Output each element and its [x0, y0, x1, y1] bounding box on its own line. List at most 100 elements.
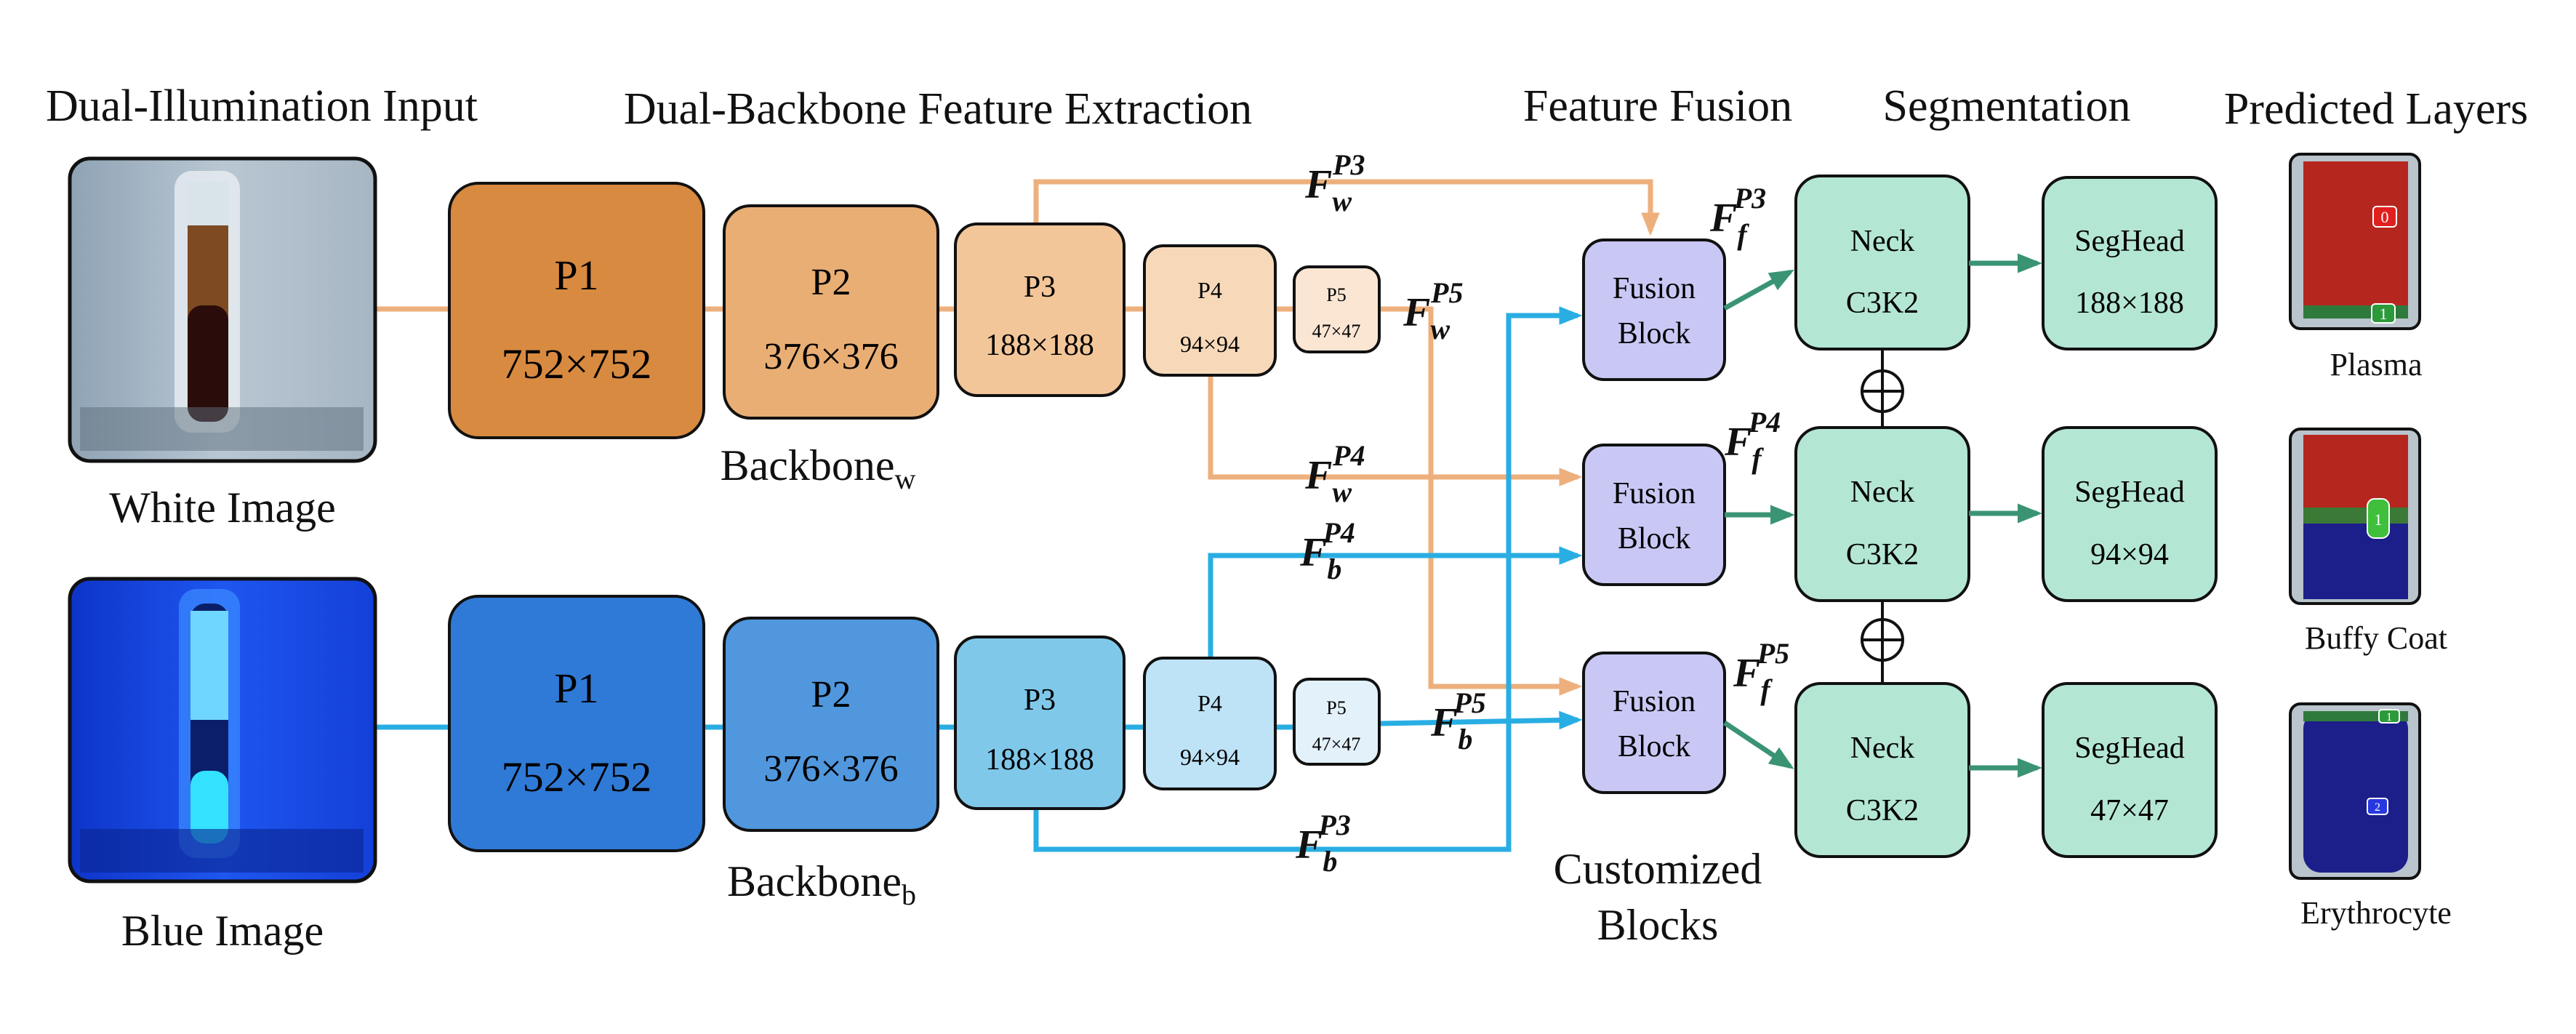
- svg-text:C3K2: C3K2: [1846, 794, 1919, 827]
- svg-text:376×376: 376×376: [763, 748, 898, 790]
- backbone-w-p5: P5 47×47: [1293, 265, 1381, 353]
- svg-text:Fusion: Fusion: [1613, 685, 1696, 718]
- buffy-coat-label: Buffy Coat: [2305, 620, 2447, 656]
- blue-image-label: Blue Image: [121, 907, 324, 955]
- svg-text:94×94: 94×94: [2090, 538, 2169, 572]
- svg-text:SegHead: SegHead: [2074, 732, 2185, 765]
- buffy-coat-image: 1: [2289, 428, 2421, 605]
- svg-text:188×188: 188×188: [985, 743, 1094, 777]
- svg-text:FfP3: FfP3: [1709, 182, 1766, 251]
- svg-text:C3K2: C3K2: [1846, 538, 1919, 572]
- svg-text:94×94: 94×94: [1180, 744, 1240, 770]
- svg-text:P2: P2: [811, 674, 851, 716]
- svg-text:Fusion: Fusion: [1613, 272, 1696, 305]
- svg-text:Neck: Neck: [1850, 476, 1915, 509]
- feat-w-p3: FwP3: [1304, 148, 1365, 217]
- neck-bottom: Neck C3K2: [1794, 682, 1970, 858]
- feat-f-p5: FfP5: [1733, 637, 1789, 706]
- plasma-label: Plasma: [2330, 347, 2422, 382]
- svg-text:SegHead: SegHead: [2074, 476, 2185, 509]
- svg-text:P1: P1: [554, 665, 598, 712]
- svg-text:P2: P2: [811, 262, 851, 303]
- plasma-image: 0 1: [2289, 153, 2421, 330]
- backbone-b-p2: P2 376×376: [723, 617, 939, 832]
- svg-text:FbP4: FbP4: [1299, 516, 1355, 585]
- header-extraction: Dual-Backbone Feature Extraction: [624, 84, 1252, 134]
- svg-text:FwP5: FwP5: [1403, 276, 1463, 345]
- backbone-b-p1: P1 752×752: [448, 595, 705, 852]
- fusion-block-top: Fusion Block: [1582, 239, 1726, 381]
- backbone-b-p5: P5 47×47: [1293, 678, 1381, 766]
- customized-blocks-line1: Customized: [1554, 845, 1762, 893]
- svg-text:188×188: 188×188: [985, 329, 1094, 362]
- fusion-block-bottom: Fusion Block: [1582, 652, 1726, 794]
- header-input: Dual-Illumination Input: [46, 81, 478, 131]
- blue-branch-lines: [374, 306, 1583, 852]
- header-predicted: Predicted Layers: [2224, 84, 2528, 134]
- backbone-b-p4: P4 94×94: [1143, 657, 1277, 790]
- feat-w-p4: FwP4: [1304, 439, 1365, 508]
- svg-text:P3: P3: [1024, 270, 1056, 304]
- svg-text:FfP4: FfP4: [1724, 406, 1781, 475]
- svg-text:FwP4: FwP4: [1304, 439, 1365, 508]
- svg-text:P5: P5: [1326, 284, 1346, 305]
- white-branch-lines: [374, 179, 1660, 696]
- backbone-w-p2: P2 376×376: [723, 204, 939, 420]
- backbone-b-label: Backboneb: [727, 857, 916, 911]
- svg-text:Fusion: Fusion: [1613, 477, 1696, 510]
- erythrocyte-image: 1 2: [2289, 702, 2421, 880]
- fusion-block-middle: Fusion Block: [1582, 444, 1726, 586]
- svg-text:47×47: 47×47: [2090, 794, 2169, 827]
- svg-text:47×47: 47×47: [1312, 734, 1361, 755]
- seghead-bottom: SegHead 47×47: [2042, 682, 2218, 858]
- svg-text:752×752: 752×752: [502, 753, 652, 801]
- svg-text:Neck: Neck: [1850, 732, 1915, 765]
- erythrocyte-label: Erythrocyte: [2300, 895, 2452, 931]
- fusion-to-neck-arrows: [1723, 269, 1795, 769]
- svg-text:FbP5: FbP5: [1430, 686, 1486, 756]
- svg-text:FwP3: FwP3: [1304, 148, 1365, 217]
- backbone-w-p4: P4 94×94: [1143, 244, 1277, 377]
- svg-text:P3: P3: [1024, 684, 1056, 717]
- svg-text:94×94: 94×94: [1180, 331, 1240, 357]
- backbone-w-label: Backbonew: [721, 441, 916, 495]
- svg-text:P1: P1: [554, 252, 598, 299]
- customized-blocks-line2: Blocks: [1597, 901, 1719, 949]
- svg-text:P5: P5: [1326, 697, 1346, 718]
- svg-text:752×752: 752×752: [502, 340, 652, 388]
- oplus-icon-top: [1861, 369, 1904, 413]
- svg-text:Block: Block: [1618, 317, 1690, 350]
- feat-b-p3: FbP3: [1295, 809, 1351, 878]
- neck-to-seghead-arrows: [1969, 253, 2042, 778]
- backbone-w-p1: P1 752×752: [448, 182, 705, 439]
- svg-text:P4: P4: [1197, 277, 1222, 303]
- seghead-top: SegHead 188×188: [2042, 176, 2218, 350]
- feat-w-p5: FwP5: [1403, 276, 1463, 345]
- neck-middle: Neck C3K2: [1794, 426, 1970, 602]
- svg-text:P4: P4: [1197, 690, 1222, 716]
- feat-f-p3: FfP3: [1709, 182, 1766, 251]
- svg-text:1: 1: [2386, 711, 2392, 724]
- svg-text:2: 2: [2375, 801, 2380, 814]
- header-segmentation: Segmentation: [1883, 81, 2131, 131]
- backbone-w-p3: P3 188×188: [954, 223, 1126, 397]
- seghead-middle: SegHead 94×94: [2042, 426, 2218, 602]
- svg-text:FfP5: FfP5: [1733, 637, 1789, 706]
- oplus-icon-bottom: [1861, 618, 1904, 662]
- header-fusion: Feature Fusion: [1523, 81, 1792, 131]
- backbone-b-p3: P3 188×188: [954, 636, 1126, 810]
- svg-text:C3K2: C3K2: [1846, 286, 1919, 320]
- svg-text:Block: Block: [1618, 730, 1690, 764]
- neck-top: Neck C3K2: [1794, 175, 1970, 350]
- svg-text:1: 1: [2375, 510, 2383, 529]
- svg-text:FbP3: FbP3: [1295, 809, 1351, 878]
- svg-text:0: 0: [2381, 208, 2389, 226]
- svg-text:47×47: 47×47: [1312, 321, 1361, 342]
- white-image-label: White Image: [109, 484, 336, 532]
- blue-image: [68, 577, 377, 883]
- svg-text:188×188: 188×188: [2075, 286, 2184, 320]
- svg-text:Neck: Neck: [1850, 225, 1915, 258]
- svg-text:376×376: 376×376: [763, 336, 898, 377]
